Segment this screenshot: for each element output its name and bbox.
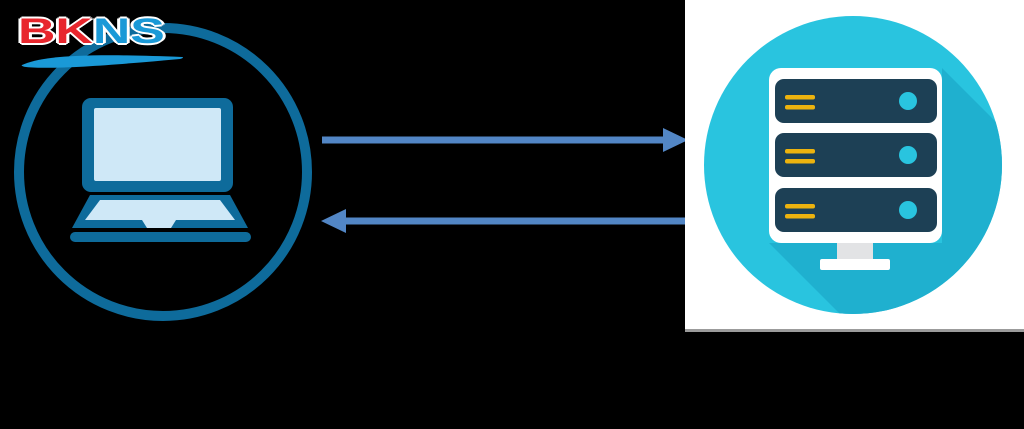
server-panel — [685, 0, 1024, 332]
server-unit-1 — [775, 79, 937, 123]
request-arrow — [322, 128, 688, 152]
laptop-base — [70, 232, 251, 242]
server-vent-line — [785, 159, 815, 164]
laptop-screen — [94, 108, 221, 181]
response-arrow-shaft — [343, 217, 685, 225]
response-arrow — [321, 209, 685, 233]
server-unit-2 — [775, 133, 937, 177]
server-rack-icon — [704, 16, 1002, 314]
server-led-dot — [899, 201, 917, 219]
laptop-icon — [70, 98, 251, 242]
server-stand-stem — [837, 238, 873, 261]
response-arrowhead-icon — [321, 209, 346, 233]
brand-text-red: BK — [18, 12, 93, 51]
server-vent-line — [785, 95, 815, 100]
laptop-trackpad-notch — [142, 220, 176, 228]
client-circle-outline — [14, 23, 312, 321]
request-arrowhead-icon — [663, 128, 688, 152]
brand-wordmark: BKNS — [18, 14, 165, 49]
request-arrow-shaft — [322, 136, 664, 144]
server-unit-3 — [775, 188, 937, 232]
brand-text-blue: NS — [92, 12, 165, 51]
server-vent-line — [785, 214, 815, 219]
server-vent-line — [785, 149, 815, 154]
server-stand-base — [820, 259, 890, 270]
server-led-dot — [899, 146, 917, 164]
server-vent-line — [785, 204, 815, 209]
brand-logo: BKNS — [16, 14, 196, 70]
server-vent-line — [785, 105, 815, 110]
laptop-keyboard-surface — [85, 200, 235, 220]
brand-swoosh-icon — [21, 55, 184, 68]
server-led-dot — [899, 92, 917, 110]
